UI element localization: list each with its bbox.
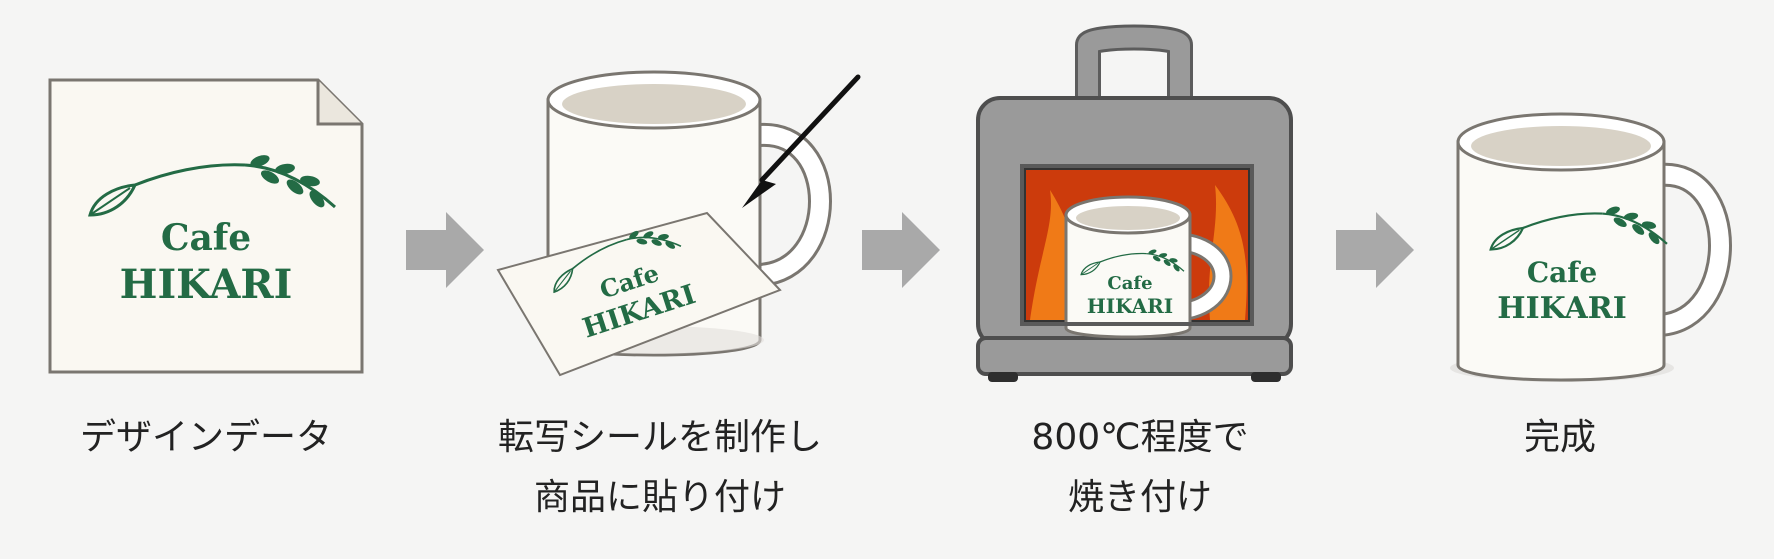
mug-in-kiln: Cafe HIKARI bbox=[1064, 195, 1233, 339]
kiln-logo-line1: Cafe bbox=[1107, 273, 1152, 294]
step-label-line: 商品に貼り付け bbox=[533, 477, 786, 518]
step-label-line: 焼き付け bbox=[1067, 477, 1212, 518]
finished-mug: Cafe HIKARI bbox=[1450, 112, 1732, 382]
arrow-right-icon bbox=[1336, 212, 1414, 288]
step-label-firing: 800℃程度で 焼き付け bbox=[990, 408, 1290, 528]
arrow-right-icon bbox=[406, 212, 484, 288]
mug-with-sticker: Cafe HIKARI bbox=[496, 70, 861, 377]
step-label-transfer: 転写シールを制作し 商品に貼り付け bbox=[470, 408, 850, 528]
step-label-design: デザインデータ bbox=[56, 408, 356, 468]
kiln-icon: Cafe HIKARI bbox=[976, 24, 1293, 382]
arrow-right-icon bbox=[862, 212, 940, 288]
squeegee-icon bbox=[742, 74, 861, 208]
logo-line2: HIKARI bbox=[120, 261, 293, 308]
final-logo-line2: HIKARI bbox=[1497, 291, 1626, 326]
step-label-line: 転写シールを制作し bbox=[497, 417, 822, 458]
step-label-line: 800℃程度で bbox=[1031, 417, 1249, 458]
kiln-logo-line2: HIKARI bbox=[1087, 294, 1173, 318]
document-icon: Cafe HIKARI bbox=[48, 78, 364, 374]
step-label-line: 完成 bbox=[1523, 417, 1596, 458]
sticker: Cafe HIKARI bbox=[496, 211, 782, 377]
step-label-line: デザインデータ bbox=[79, 417, 332, 458]
logo-line1: Cafe bbox=[161, 217, 251, 259]
final-logo-line1: Cafe bbox=[1527, 256, 1597, 289]
logo-document: Cafe HIKARI bbox=[88, 151, 337, 308]
step-label-complete: 完成 bbox=[1460, 408, 1660, 468]
